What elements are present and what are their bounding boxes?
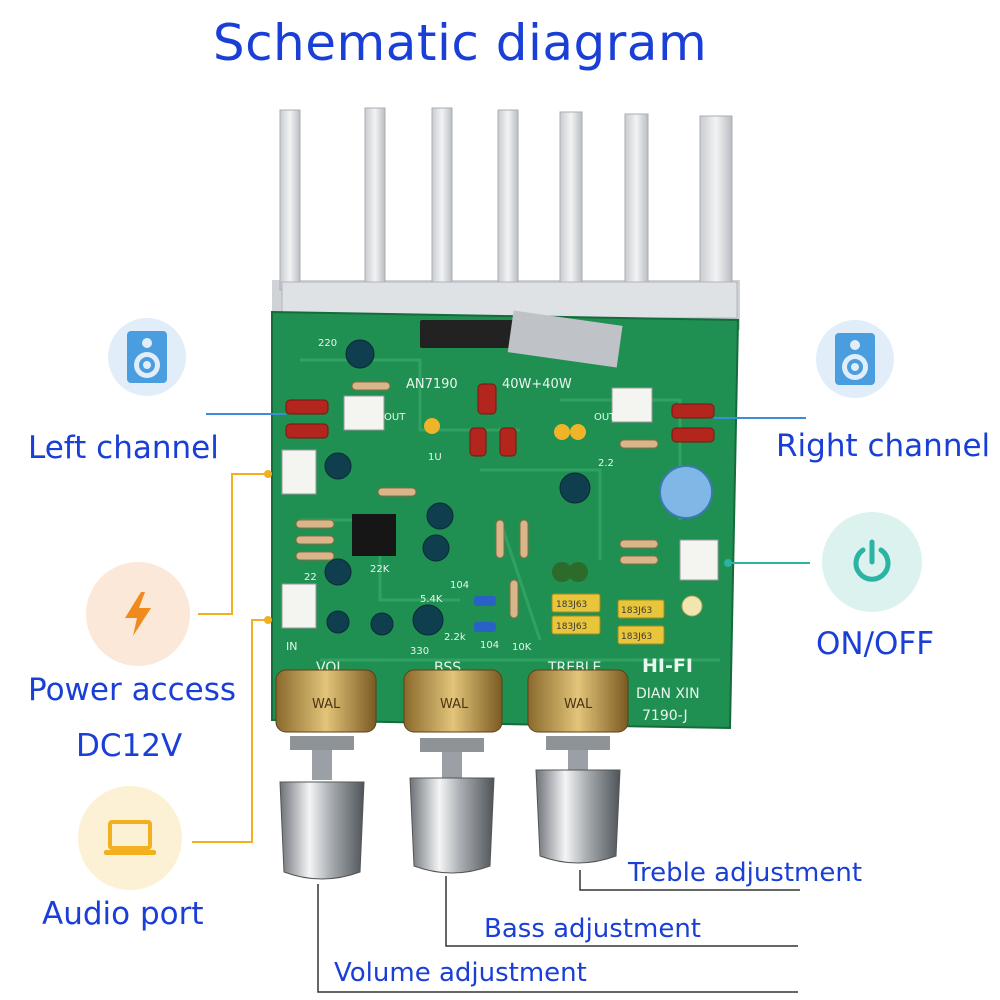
cap-label-1: 183J63 [556, 600, 587, 610]
audio-icon-circle [78, 786, 182, 890]
hifi-label: HI-FI [642, 655, 693, 677]
r-104a-label: 104 [450, 580, 469, 591]
r-22k-label: 22K [370, 564, 390, 575]
volume-adjustment-label: Volume adjustment [334, 958, 587, 988]
chip-label: AN7190 [406, 377, 458, 392]
r-1u-label: 1U [428, 452, 442, 463]
power-access-label: Power access [28, 672, 237, 708]
cap-label-2: 183J63 [556, 622, 587, 632]
laptop-icon [104, 820, 156, 855]
out-right-label: OUT [594, 412, 616, 423]
volume-knob[interactable]: WAL [275, 669, 377, 880]
bass-adjustment-label: Bass adjustment [484, 914, 702, 944]
pot-mark-treble: WAL [564, 697, 593, 712]
maker-label: DIAN XIN [636, 686, 700, 702]
r-54k-label: 5.4K [420, 594, 443, 605]
r-220-label: 220 [318, 338, 337, 349]
speaker-icon [127, 331, 167, 383]
power-voltage-label: DC12V [76, 728, 183, 764]
right-channel-icon-circle [816, 320, 894, 398]
power-rating-label: 40W+40W [502, 377, 572, 392]
switch-icon-circle [822, 512, 922, 612]
treble-knob[interactable]: WAL [527, 669, 629, 864]
out-left-label: OUT [384, 412, 406, 423]
r-22b-label: 2.2 [598, 458, 614, 469]
r-330-label: 330 [410, 646, 429, 657]
power-icon [853, 539, 891, 582]
power-icon-circle [86, 562, 190, 666]
r-22-label: 22 [304, 572, 317, 583]
right-channel-label: Right channel [776, 428, 991, 464]
page-title: Schematic diagram [212, 14, 708, 72]
pcb: AN7190 40W+40W HI-FI DIAN XIN 7190-J VOL… [271, 310, 740, 730]
cap-label-4: 183J63 [621, 632, 652, 642]
r-10k-label: 10K [512, 642, 532, 653]
bass-knob[interactable]: WAL [403, 669, 503, 874]
treble-adjustment-label: Treble adjustment [628, 858, 863, 888]
pot-mark-vol: WAL [312, 697, 341, 712]
heatsink [272, 107, 740, 330]
r-104b-label: 104 [480, 640, 499, 651]
model-label: 7190-J [642, 708, 688, 724]
pot-mark-bss: WAL [440, 697, 469, 712]
left-channel-icon-circle [108, 318, 186, 396]
in-label: IN [286, 640, 297, 653]
on-off-label: ON/OFF [816, 626, 935, 662]
r-22k2-label: 2.2k [444, 632, 466, 643]
cap-label-3: 183J63 [621, 606, 652, 616]
audio-port-label: Audio port [42, 896, 204, 932]
lightning-icon [125, 592, 151, 636]
left-channel-label: Left channel [28, 430, 219, 466]
speaker-icon [835, 333, 875, 385]
